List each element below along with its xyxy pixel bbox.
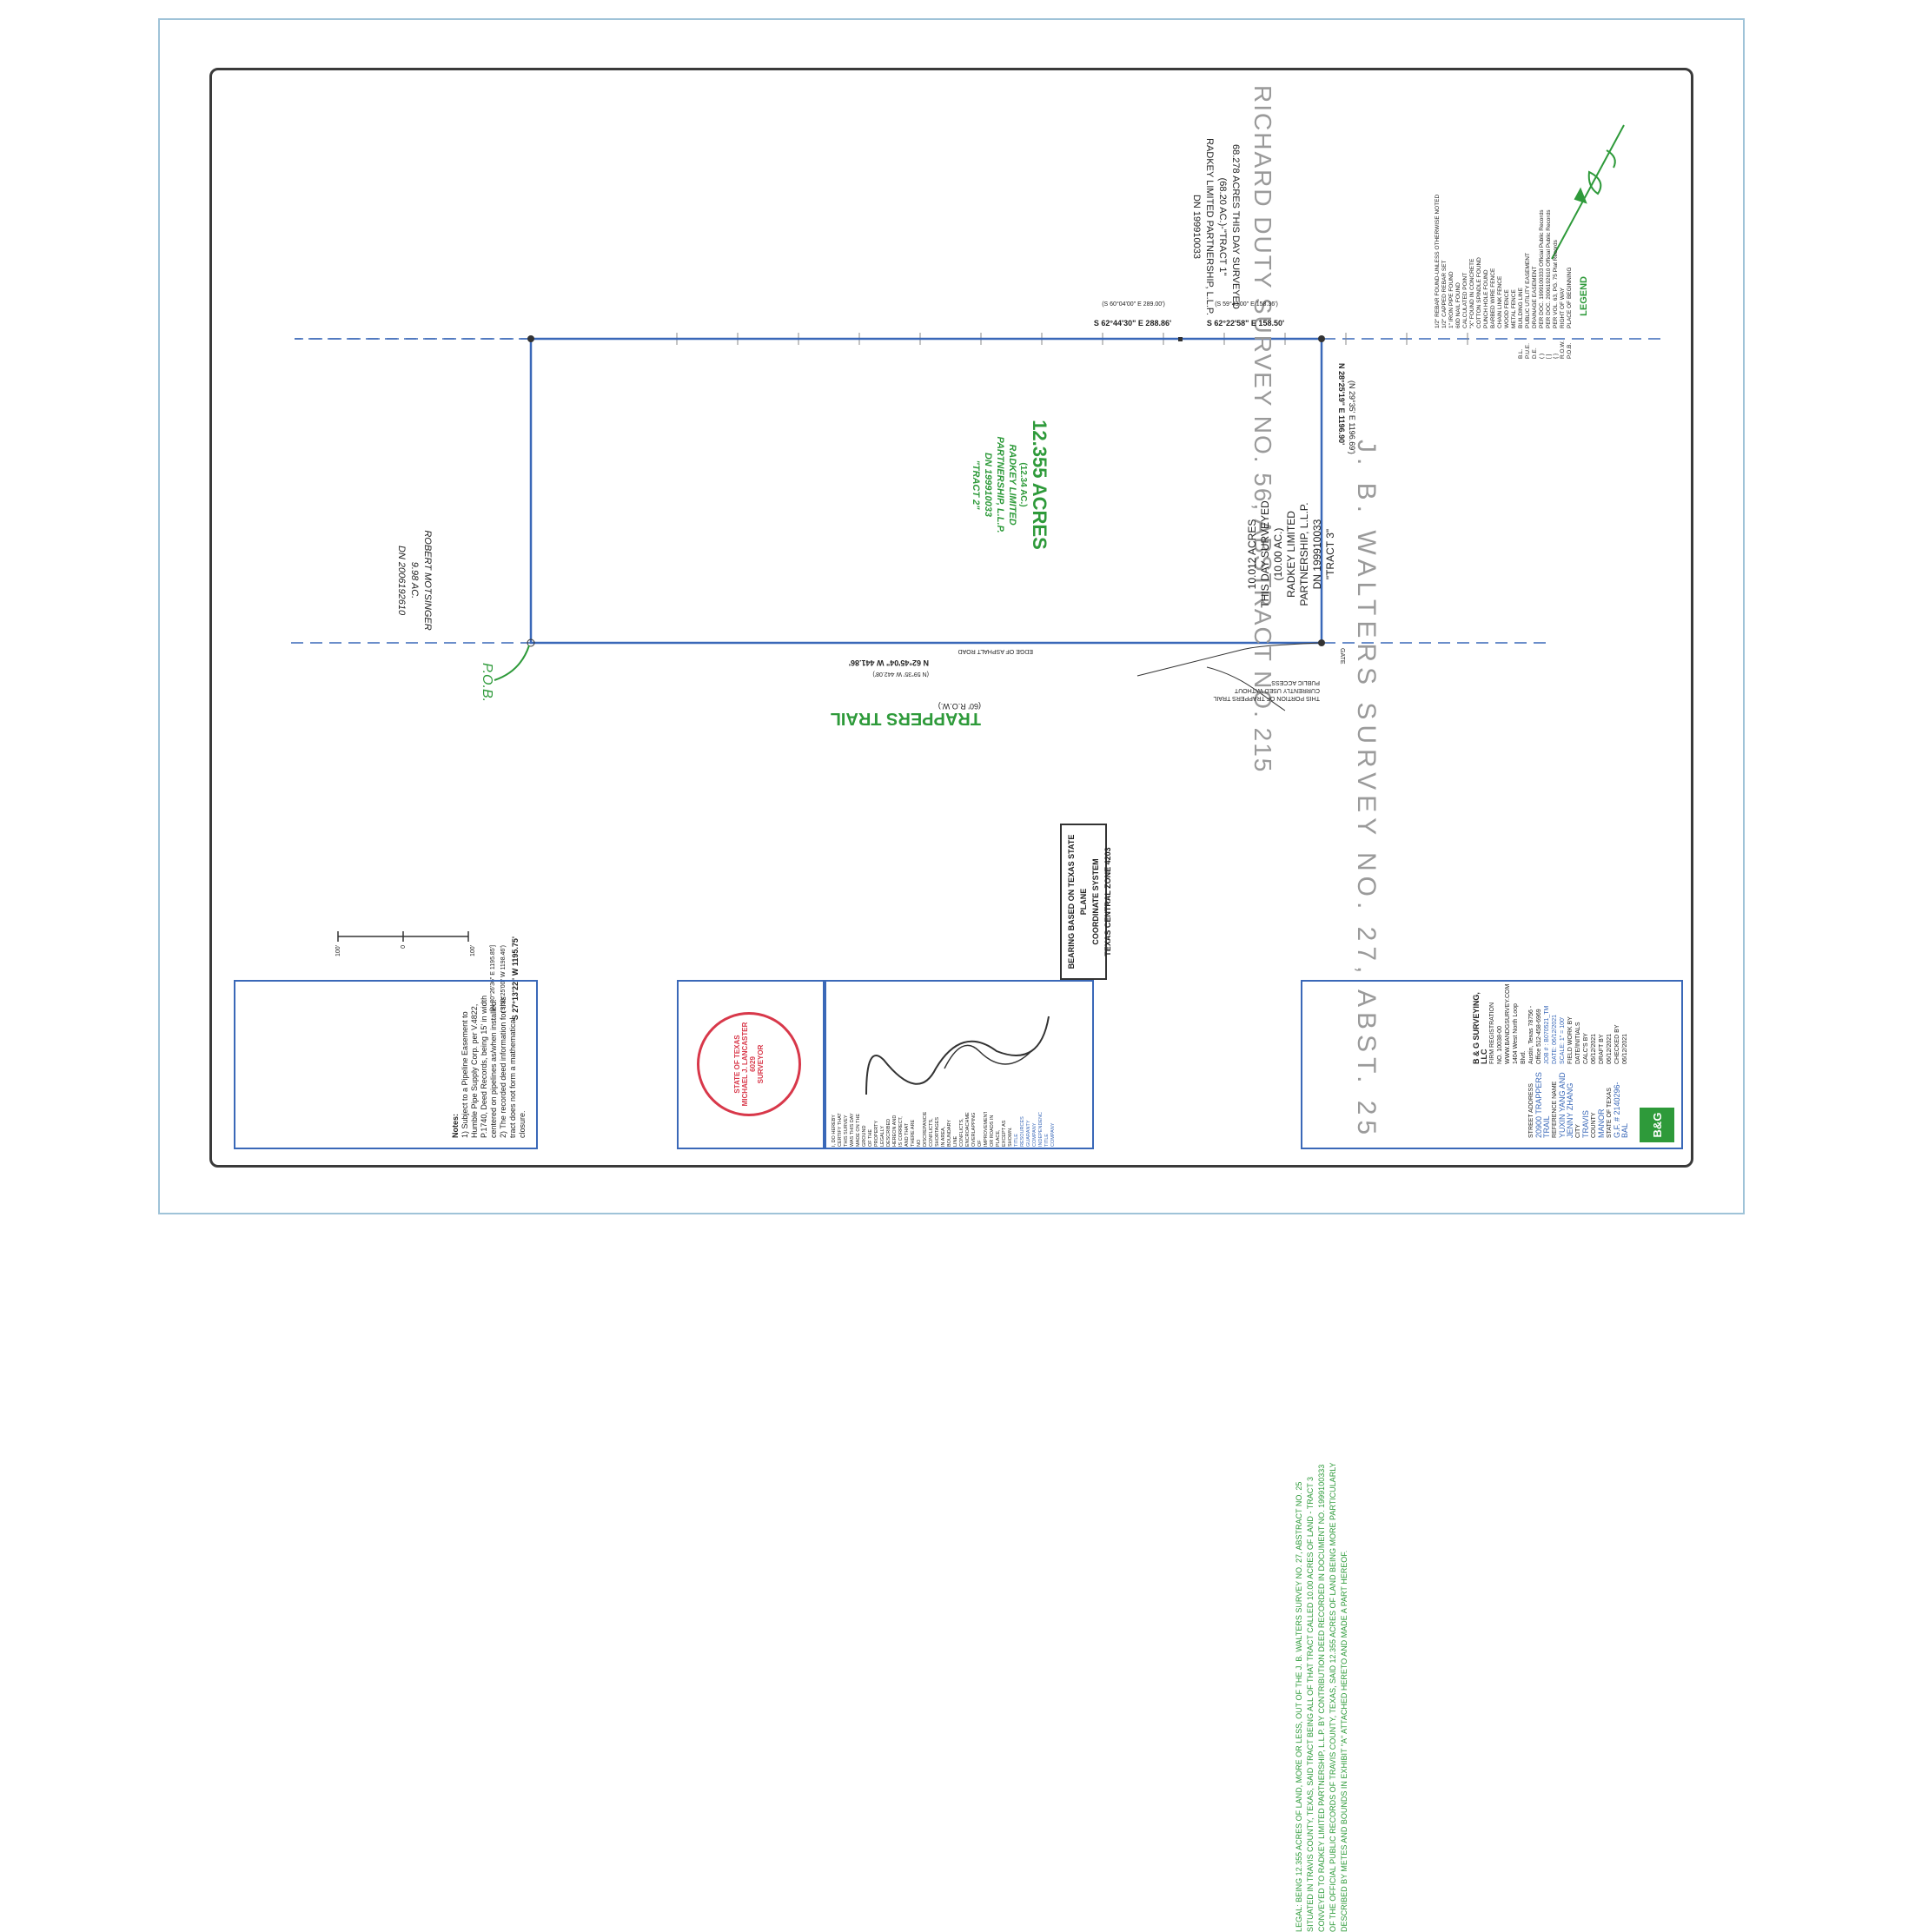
pob-arrow-icon xyxy=(494,645,530,681)
plat-drawing xyxy=(286,124,1660,942)
notes-box: Notes: 1) Subject to a Pipeline Easement… xyxy=(234,980,538,1149)
legend: LEGEND 1/2" REBAR FOUND-UNLESS OTHERWISE… xyxy=(1435,194,1589,359)
page-border xyxy=(158,18,1745,1214)
road-edge xyxy=(1136,642,1321,677)
bearing-note: BEARING BASED ON TEXAS STATE PLANE COORD… xyxy=(1060,824,1112,980)
main-tract-label: 12.355 ACRES (12.34 AC.) RADKEY LIMITED … xyxy=(971,420,1050,550)
scale-label-left: 100' xyxy=(470,945,476,957)
north-arrow-icon xyxy=(1551,124,1625,260)
road-name: TRAPPERS TRAIL xyxy=(830,709,981,728)
title-block: B&G STREET ADDRESS 20900 TRAPPERS TRAIL … xyxy=(1301,980,1683,1149)
company-logo: B&G xyxy=(1640,1108,1674,1142)
scale-label-mid: 0 xyxy=(401,945,407,949)
corner-marker-icon xyxy=(1318,335,1325,342)
tract3-label: 10.012 ACRES THIS DAY SURVEYED (10.00 AC… xyxy=(1246,500,1336,608)
survey-sheet-border xyxy=(209,68,1693,1168)
richard-duty-heading: RICHARD DUTY SURVEY NO. 56, ABSTRACT NO.… xyxy=(1249,85,1276,774)
survey-sheet: RICHARD DUTY SURVEY NO. 56, ABSTRACT NO.… xyxy=(209,68,1693,1932)
call-north: N 28°25'19" E 1196.90' xyxy=(1337,363,1346,446)
call-west: N 62°45'04" W 441.86' xyxy=(848,658,929,667)
certification-block: I, DO HEREBY CERTIFY THAT THIS SURVEY WA… xyxy=(825,980,1094,1149)
adjoiner-label: ROBERT MOTSINGER 9.98 AC. DN 2006192610 xyxy=(396,530,433,631)
road-portion-note: THIS PORTION OF TRAPPERS TRAIL CURRENTLY… xyxy=(1213,679,1320,701)
pob-label: P.O.B. xyxy=(480,663,494,703)
call-east-1: S 62°22'58" E 158.50' xyxy=(1206,319,1285,328)
surveyor-seal-icon: STATE OF TEXAS MICHAEL J. LANCASTER 6029… xyxy=(697,1012,801,1116)
call-east-2: S 62°44'30" E 288.86' xyxy=(1093,319,1172,328)
signature-icon xyxy=(865,1016,1050,1095)
tract-boundary xyxy=(529,337,1323,645)
surveyor-seal-box: STATE OF TEXAS MICHAEL J. LANCASTER 6029… xyxy=(677,980,825,1149)
scale-label-right: 100' xyxy=(335,945,341,957)
scale-bar xyxy=(337,931,469,942)
